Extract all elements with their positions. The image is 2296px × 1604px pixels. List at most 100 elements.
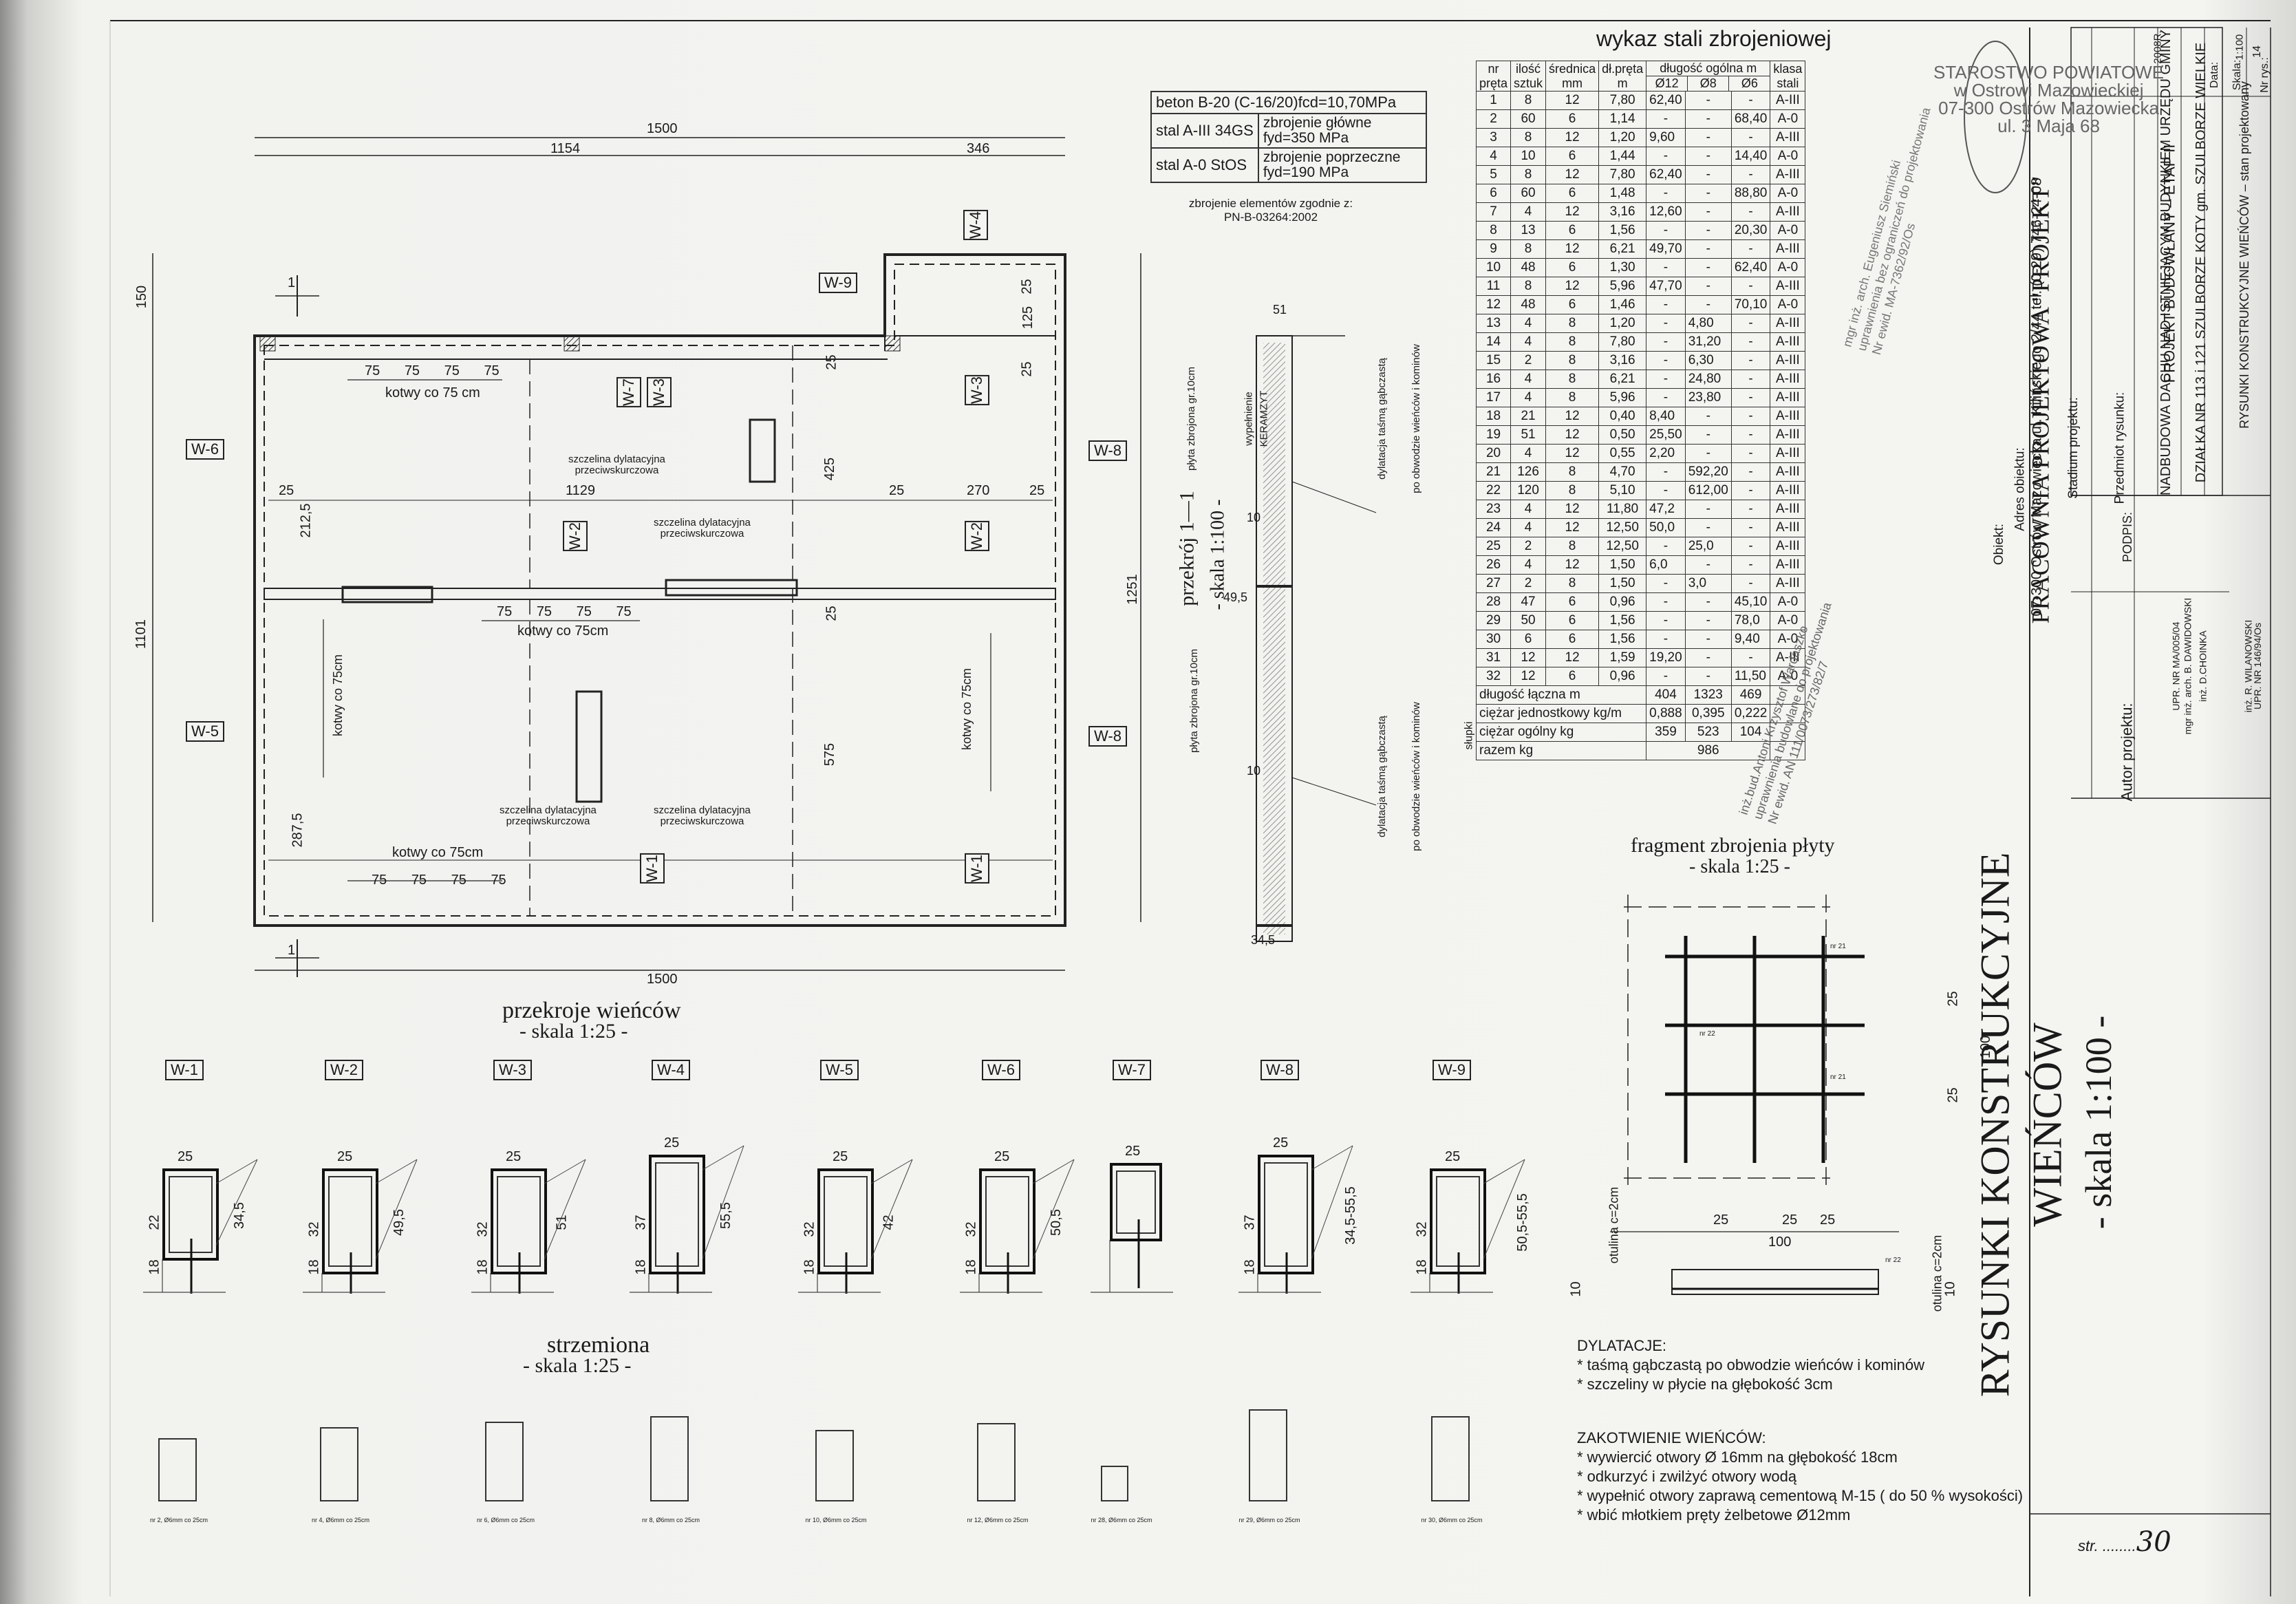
ring-beam-height: 34,5-55,5 (1342, 1186, 1358, 1245)
ring-beam-height: 34,5 (231, 1202, 247, 1229)
ring-beam-section-drawing (960, 1159, 1075, 1294)
ring-beam-section-drawing (798, 1159, 913, 1294)
wall-tag-w5: W-5 (186, 721, 224, 742)
dim-1129: 1129 (566, 483, 596, 498)
stirrup-caption: nr 10, Ø6mm co 25cm (805, 1517, 867, 1523)
kotwy-dims-top: 75 75 75 75 (365, 363, 500, 378)
spec-steel1-desc: zbrojenie główne fyd=350 MPa (1257, 113, 1427, 149)
section-dim-10b: 10 (1247, 764, 1261, 778)
section-1-1 (1256, 335, 1377, 942)
dim-top-total: 1500 (647, 121, 678, 136)
stirrup-shape (650, 1416, 689, 1501)
tb-adres-label: Adres obiektu: (2013, 447, 2028, 531)
tb-podpis-label: PODPIS: (2121, 511, 2135, 563)
wall-tag-w6: W-6 (186, 439, 224, 460)
dim-25-c: 25 (1029, 483, 1045, 498)
section-dim-51: 51 (1273, 303, 1287, 317)
ring-beam-height: 50,5 (1048, 1209, 1064, 1236)
frag-dim-25e: 25 (1945, 1087, 1961, 1103)
steel-table-title: wykaz stali zbrojeniowej (1596, 26, 1832, 51)
stirrup-caption: nr 4, Ø6mm co 25cm (311, 1517, 370, 1523)
wall-tag-w8-upper: W-8 (1088, 440, 1127, 461)
section-mark-bottom: 1 (288, 943, 296, 958)
design-office-address: 07-300 Ostrów Mazowiecka ul. Kilińskiego… (2028, 178, 2045, 617)
notes-zakotwienie: ZAKOTWIENIE WIEŃCÓW: * wywiercić otwory … (1577, 1429, 2024, 1523)
ring-beam-width: 25 (833, 1149, 848, 1164)
spec-steel2-desc: zbrojenie poprzeczne fyd=190 MPa (1257, 147, 1427, 183)
section-label-plyta-bottom: płyta zbrojona gr.10cm (1188, 649, 1200, 753)
spec-steel1: stal A-III 34GS (1150, 113, 1259, 149)
ring-beam-tag: W-5 (820, 1060, 859, 1080)
spec-concrete: beton B-20 (C-16/20)fcd=10,70MPa (1150, 91, 1427, 114)
section-label-wypelnienie: wypełnienie (1243, 392, 1255, 446)
frag-dim-25d: 25 (1945, 991, 1961, 1007)
frag-otulina-left: otulina c=2cm (1607, 1186, 1621, 1264)
round-stamp (1964, 41, 2027, 193)
ring-beam-tag: W-7 (1113, 1060, 1151, 1080)
section-dim-10a: 10 (1247, 511, 1261, 524)
ring-beam-tag: W-9 (1433, 1060, 1471, 1080)
ring-beam-dim-inner: 32 (475, 1221, 491, 1237)
slab-plan (152, 137, 1141, 977)
dim-right: 1251 (1124, 574, 1140, 605)
ring-beam-width: 25 (994, 1149, 1010, 1164)
ring-beam-section-drawing (303, 1159, 418, 1294)
tb-stadium-label: Stadium projektu: (2066, 397, 2081, 499)
notes-dylatacje: DYLATACJE: * taśmą gąbczastą po obwodzie… (1577, 1337, 1925, 1393)
dim-bottom-total: 1500 (647, 972, 678, 987)
stirrup-caption: nr 30, Ø6mm co 25cm (1421, 1517, 1483, 1523)
wall-tag-w3: W-3 (965, 375, 989, 405)
material-spec-table: beton B-20 (C-16/20)fcd=10,70MPa stal A-… (1150, 91, 1427, 183)
stirrup-caption: nr 29, Ø6mm co 25cm (1238, 1517, 1300, 1523)
stirrup-shape (158, 1438, 197, 1501)
ring-beam-dim-anchor: 18 (1414, 1259, 1430, 1275)
ring-beam-dim-anchor: 18 (306, 1259, 322, 1275)
frag-dim-10a: 10 (1568, 1281, 1584, 1297)
ring-beam-dim-inner: 32 (963, 1221, 979, 1237)
stirrup-shape (977, 1423, 1016, 1501)
ring-beam-tag: W-8 (1260, 1060, 1299, 1080)
wall-tag-w1-left: W-1 (640, 853, 665, 884)
steel-total-row: razem kg 986 (1475, 741, 1806, 760)
wall-tag-w7: W-7 (616, 377, 641, 407)
kotwy-label-top: kotwy co 75 cm (385, 385, 480, 400)
dim-287-5: 287,5 (290, 813, 305, 848)
ring-beam-dim-inner: 37 (1242, 1215, 1258, 1230)
tb-data: 2008R. (2152, 30, 2164, 64)
spec-norm: zbrojenie elementów zgodnie z:PN-B-03264… (1188, 197, 1353, 224)
frag-bar-label-22: nr 22 (1699, 1030, 1715, 1038)
page-number: str. ........30 (2078, 1526, 2171, 1558)
ring-beam-dim-inner: 32 (802, 1221, 817, 1237)
ring-beam-width: 25 (664, 1135, 680, 1151)
kotwy-dims-bottom: 75 75 75 75 (372, 873, 506, 888)
tb-obiekt-label: Obiekt: (1992, 523, 2007, 566)
drawing-title-scale: - skala 1:100 - (2078, 1015, 2119, 1230)
ring-beam-dim-anchor: 18 (633, 1259, 649, 1275)
dim-125: 125 (1020, 306, 1036, 330)
stirrup-caption: nr 12, Ø6mm co 25cm (967, 1517, 1029, 1523)
ring-beam-section-drawing (143, 1159, 258, 1294)
